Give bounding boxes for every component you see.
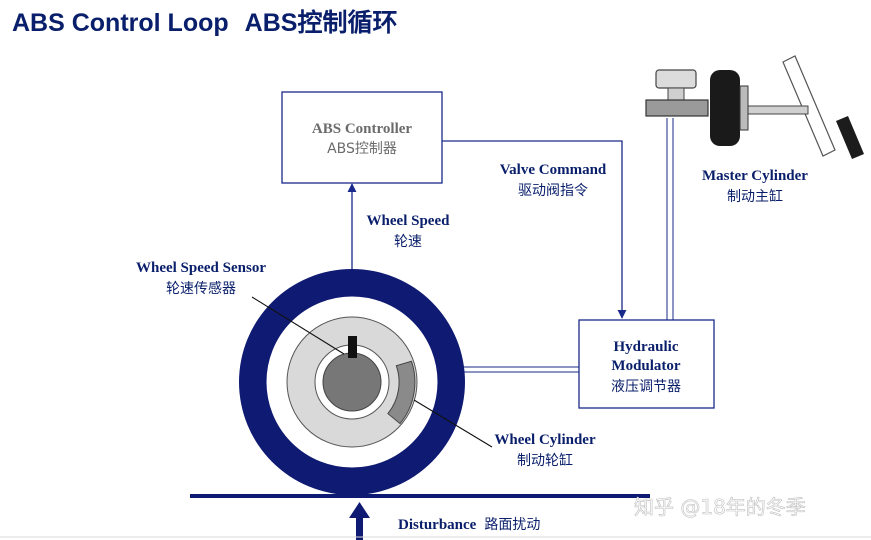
controller-label-en: ABS Controller [312,121,412,137]
valve-command-arrow [442,140,627,319]
reservoir-neck [667,87,685,101]
brake-caliper [387,360,416,425]
fluid-reservoir [655,69,697,89]
watermark: 知乎 @18年的冬季 [634,495,806,519]
modulator-label-cn: 液压调节器 [611,379,681,395]
title-en: ABS Control Loop [12,9,229,37]
wheel-cylinder-label-cn: 制动轮缸 [517,452,573,469]
page-title: ABS Control Loop ABS控制循环 [12,8,397,37]
disturbance-arrow [349,502,370,540]
master-cylinder-icon [645,55,864,159]
brake-booster [710,70,740,146]
push-rod [745,105,809,115]
hub [322,352,382,412]
master-cylinder-label-en: Master Cylinder [702,168,808,184]
road-surface [190,494,650,498]
wheel-speed-label-en: Wheel Speed [367,213,451,229]
brake-pedal-pad [836,116,864,159]
hydraulic-lines [462,118,674,373]
wheel-cylinder-label-en: Wheel Cylinder [494,432,596,448]
speed-sensor [348,336,357,358]
abs-controller-box: ABS Controller ABS控制器 [281,91,443,184]
valve-command-label-cn: 驱动阀指令 [518,183,588,199]
controller-label-cn: ABS控制器 [327,141,397,157]
wheel-speed-sensor-label-cn: 轮速传感器 [166,280,236,297]
caliper-leader-line [413,399,493,448]
signal-lines [347,140,627,319]
booster-flange [739,85,749,131]
modulator-label-line1: Hydraulic [613,339,678,355]
valve-command-label-en: Valve Command [500,162,607,178]
wheel-speed-label-cn: 轮速 [394,234,422,250]
hydraulic-modulator-box: Hydraulic Modulator 液压调节器 [578,319,715,409]
modulator-label-line2: Modulator [611,358,681,374]
sensor-leader-line [251,296,345,355]
cylinder-body [645,99,709,117]
wheel-assembly [239,269,465,495]
title-cn: ABS控制循环 [245,8,398,37]
disturbance-label-cn: 路面扰动 [484,517,540,533]
brake-pedal-arm [782,55,836,157]
master-cylinder-label-cn: 制动主缸 [727,188,783,205]
wheel-speed-sensor-label-en: Wheel Speed Sensor [136,260,266,276]
disturbance-label-en: Disturbance [398,517,477,533]
disturbance-label: Disturbance 路面扰动 [398,516,540,533]
